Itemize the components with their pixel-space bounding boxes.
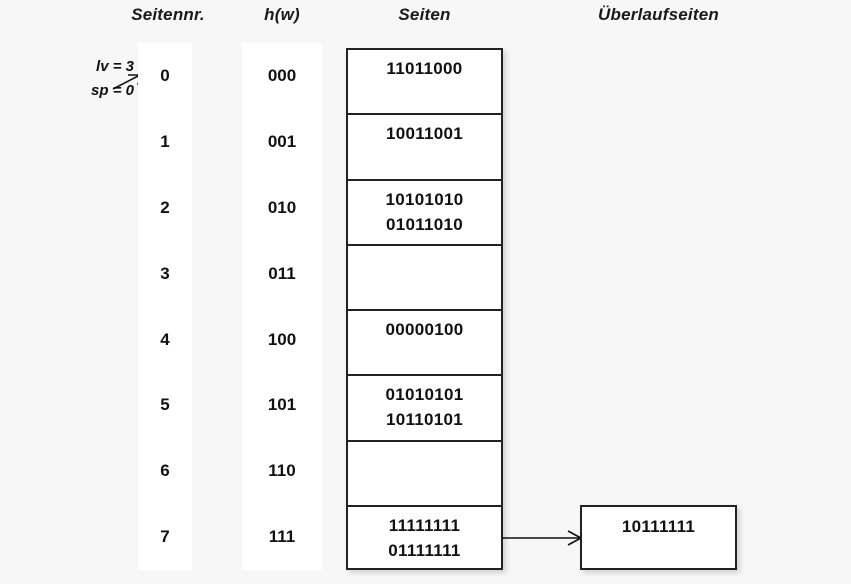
column-header-seiten: Seiten — [398, 5, 451, 24]
hw-cell: 101 — [267, 395, 297, 415]
hw-cell: 011 — [268, 263, 296, 283]
page-record: 01010101 — [385, 385, 464, 405]
page-record: 01011010 — [385, 214, 464, 234]
page-row: 10101010 01011010 — [348, 181, 501, 246]
annotation-lv: lv = 3 — [96, 58, 134, 75]
page-row: 10011001 — [348, 115, 501, 181]
page-record: 11011000 — [386, 59, 463, 78]
column-seitennr: 0 1 2 3 4 5 6 7 — [138, 43, 192, 570]
seitennr-cell: 6 — [160, 461, 170, 481]
arrow-right-icon — [502, 530, 583, 546]
hw-cell: 110 — [268, 461, 296, 481]
seitennr-cell: 5 — [160, 395, 170, 415]
page-record: 10110101 — [385, 410, 464, 430]
hw-cell: 100 — [267, 329, 297, 349]
page-record: 00000100 — [385, 320, 464, 339]
overflow-record: 10111111 — [621, 517, 696, 536]
hw-cell: 001 — [267, 131, 297, 151]
page-record: 10011001 — [385, 124, 464, 144]
seitennr-cell: 1 — [160, 131, 170, 151]
annotation-sp: sp = 0 — [91, 82, 134, 99]
pages-table: 11011000 10011001 10101010 01011010 00000100… — [346, 48, 503, 570]
seitennr-cell: 4 — [160, 329, 170, 349]
overflow-page-box: 10111111 — [580, 505, 737, 570]
page-row: 01010101 10110101 — [348, 376, 501, 442]
hw-cell: 010 — [267, 197, 297, 217]
seitennr-cell: 0 — [160, 66, 170, 85]
page-record: 10101010 — [385, 189, 464, 209]
page-row — [348, 246, 501, 311]
page-row: 00000100 — [348, 311, 501, 377]
column-hw: 000 001 010 011 100 101 110 111 — [242, 43, 322, 570]
hw-cell: 111 — [268, 527, 296, 547]
level-split-annotation: lv = 3 sp = 0 — [38, 55, 134, 103]
column-header-hw: h(w) — [264, 5, 300, 24]
seitennr-cell: 7 — [160, 527, 170, 547]
page-row: 11011000 — [348, 50, 501, 116]
column-header-ueberlaufseiten: Überlaufseiten — [598, 5, 719, 24]
page-record: 11111111 — [388, 515, 461, 535]
seitennr-cell: 2 — [160, 197, 170, 217]
page-row — [348, 442, 501, 507]
page-record: 01111111 — [388, 540, 461, 560]
column-header-seitennr: Seitennr. — [131, 5, 205, 24]
seitennr-cell: 3 — [160, 263, 170, 283]
page-row: 11111111 01111111 — [348, 507, 501, 572]
hw-cell: 000 — [267, 66, 297, 85]
